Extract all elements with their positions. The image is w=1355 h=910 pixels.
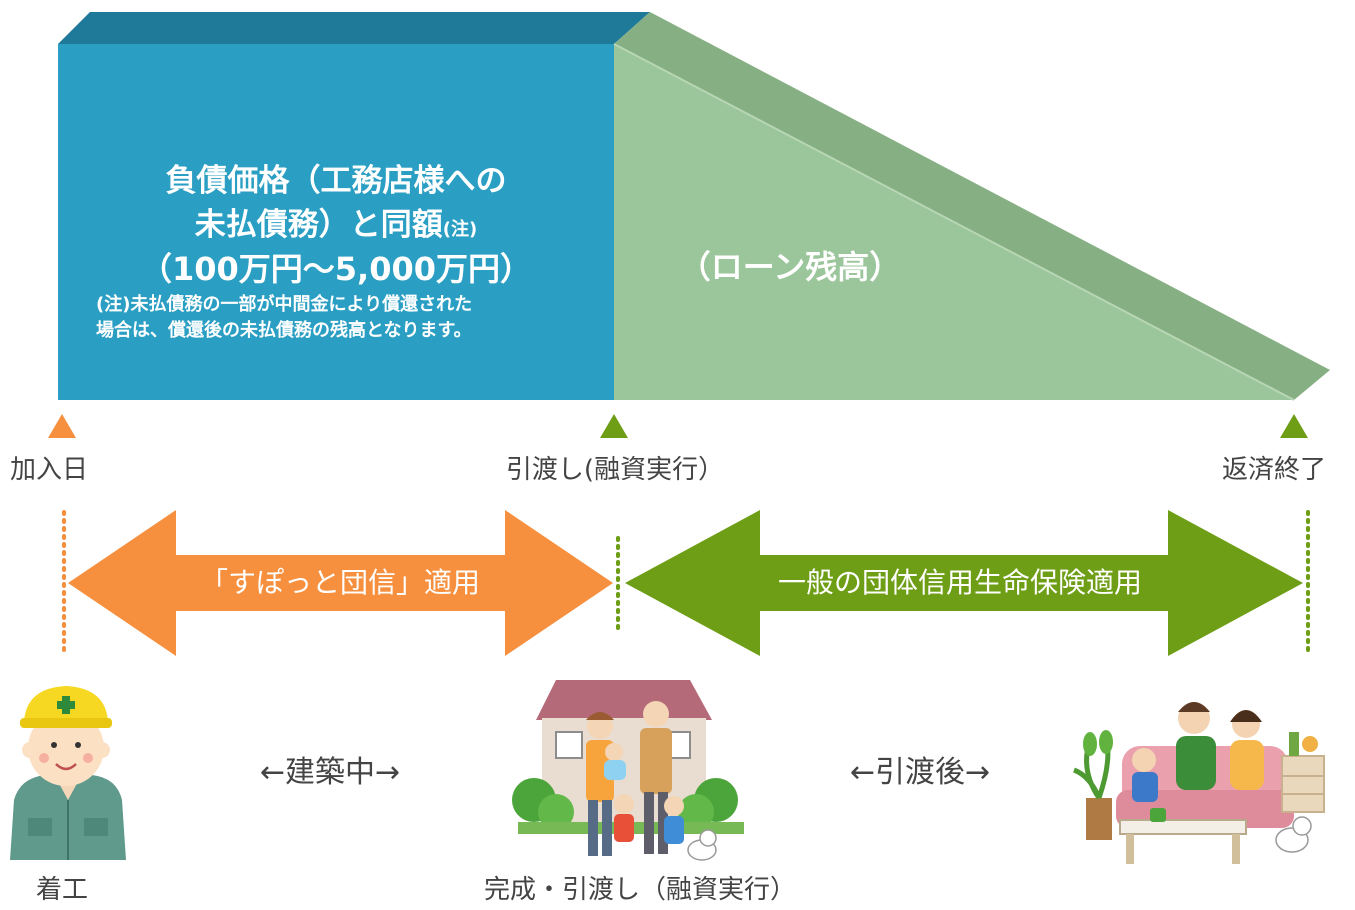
general-coverage-label: 一般の団体信用生命保険適用	[777, 566, 1142, 599]
loan-balance-label: （ローン残高）	[678, 248, 902, 286]
construction-start-label: 着工	[36, 875, 89, 905]
liability-footnote-line-2: 場合は、償還後の未払債務の残高となります。	[96, 320, 472, 341]
liability-footnote: (注)未払債務の一部が中間金により償還された 場合は、償還後の未払債務の残高とな…	[96, 292, 472, 344]
construction-worker-illustration	[10, 686, 126, 860]
end-marker	[1280, 414, 1308, 438]
sumpotto-coverage-arrow	[68, 510, 613, 656]
liability-line-2-main: 未払債務）と同額	[194, 207, 443, 243]
house-family-illustration	[512, 680, 744, 861]
timeline-start-label: 加入日	[10, 455, 89, 485]
liability-amount-range: （100万円〜5,000万円）	[139, 250, 533, 288]
handover-marker	[600, 414, 628, 438]
liability-note-marker: (注)	[442, 219, 478, 240]
liability-block	[58, 44, 614, 400]
timeline-handover-label: 引渡し(融資実行）	[505, 455, 725, 485]
liability-footnote-line-1: (注)未払債務の一部が中間金により償還された	[96, 294, 473, 315]
living-room-family-illustration	[1073, 702, 1325, 864]
general-coverage-arrow	[625, 510, 1303, 656]
construction-period-label: ←建築中→	[259, 755, 401, 790]
completion-handover-label: 完成・引渡し（融資実行）	[483, 875, 796, 905]
sumpotto-coverage-label: 「すぽっと団信」適用	[199, 566, 480, 599]
after-handover-period-label: ←引渡後→	[849, 755, 991, 790]
loan-balance-edge	[613, 43, 1295, 401]
liability-block-top	[58, 12, 650, 44]
start-marker	[48, 414, 76, 438]
loan-balance-top	[614, 12, 1330, 400]
liability-line-1: 負債価格（工務店様への	[165, 163, 507, 199]
timeline-end-label: 返済終了	[1222, 455, 1327, 485]
liability-line-2: 未払債務）と同額(注)	[60, 204, 612, 251]
